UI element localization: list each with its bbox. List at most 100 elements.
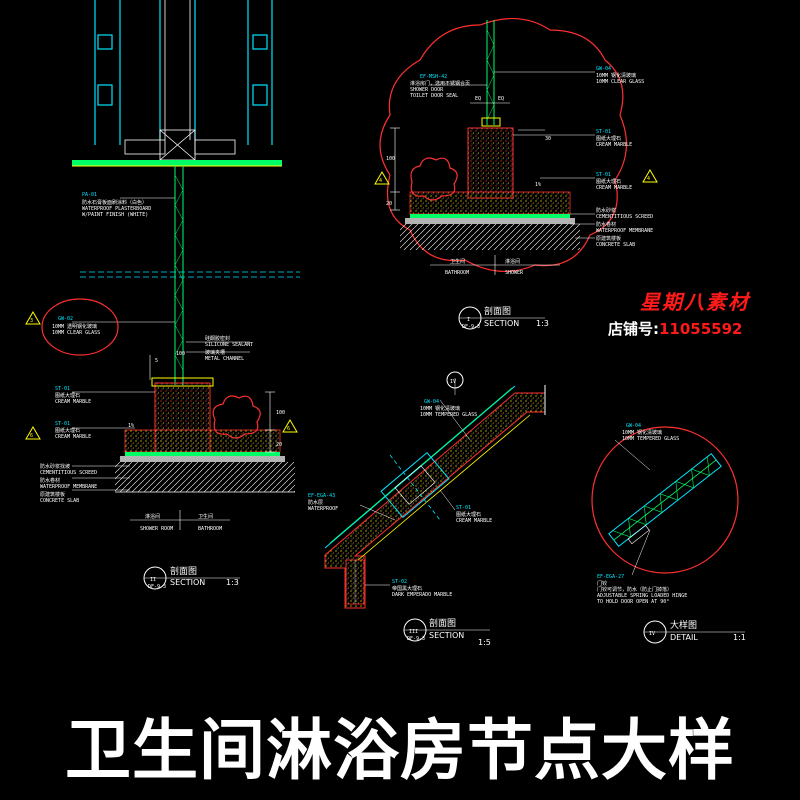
dim-20: 20: [386, 201, 392, 207]
label-gw02-a: 10MM 透明钢化玻璃: [52, 323, 97, 330]
section-ii-title: 剖面图: [170, 565, 197, 577]
label-gw04-a: 10MM 钢化清玻璃: [420, 405, 460, 412]
label-layer-c: 防水卷材: [596, 221, 616, 228]
label-st01d-code: ST-01: [596, 172, 611, 178]
label-st01a-b: CREAM MARBLE: [55, 399, 91, 405]
label-st01b-b: CREAM MARBLE: [55, 434, 91, 440]
label-gw02-b: 10MM CLEAR GLASS: [52, 330, 100, 336]
label-st01d-a: 图纸大理石: [596, 178, 621, 185]
callout-4b: 4: [647, 176, 650, 182]
triangle-marker-icon: [374, 171, 390, 185]
label-ef-code: EF-EGA-27: [597, 574, 624, 580]
label-gw04-b: 10MM CLEAR GLASS: [596, 79, 644, 85]
label-screed-a: 防水砂浆找坡: [40, 463, 70, 470]
label-layer-e: 原建筑楼板: [596, 235, 621, 242]
callout-cloud: [41, 298, 119, 356]
dim-100: 100: [386, 156, 395, 162]
shop-label: 店铺号:: [608, 320, 659, 338]
label-slab-b: CONCRETE SLAB: [40, 498, 79, 504]
triangle-marker-icon: [642, 169, 658, 183]
dim-5: 5: [155, 358, 158, 364]
dim-eq2: EQ: [498, 96, 504, 102]
section-ii-sub: SECTION: [170, 578, 205, 587]
section-iii-marker: III: [409, 629, 418, 635]
room-left-en: SHOWER ROOM: [140, 526, 173, 532]
label-gw04-code: GW-04: [626, 423, 641, 429]
watermark-shop: 店铺号:11055592: [608, 318, 798, 339]
label-ef-b: SHOWER DOOR: [410, 87, 444, 93]
section-i-scale: 1:3: [536, 319, 549, 328]
label-slab-a: 原建筑楼板: [40, 491, 65, 498]
label-channel-b: METAL CHANNEL: [205, 356, 244, 362]
detail-iv-marker: IV: [649, 631, 655, 637]
shrub-symbol: [212, 395, 261, 439]
label-pa01-c: W/PAINT FINISH (WHITE): [82, 212, 148, 218]
label-st01b-a: 图纸大理石: [55, 427, 80, 434]
triangle-marker-icon: [25, 311, 41, 325]
section-iii-labels: GW-04 10MM 钢化清玻璃 10MM TEMPERED GLASS EF-…: [308, 379, 492, 647]
label-layer-d: WATERPROOF MEMBRANE: [596, 228, 653, 234]
label-st01c-a: 图纸大理石: [596, 135, 621, 142]
detail-marker-iv: [446, 371, 464, 389]
label-st02-b: DARK EMPERADO MARBLE: [392, 592, 452, 598]
label-st01a-code: ST-01: [55, 386, 70, 392]
slope-label: 1%: [128, 423, 134, 429]
glass-pane: [174, 166, 184, 385]
label-gw02-code: GW-02: [58, 316, 73, 322]
callout-3: 3: [30, 318, 33, 324]
label-st01-b: CREAM MARBLE: [456, 518, 492, 524]
section-iii-title: 剖面图: [429, 617, 456, 629]
section-i-marker: I: [467, 317, 470, 323]
label-pa01-code: PA-01: [82, 192, 97, 198]
detail-circle: [591, 426, 739, 574]
label-gw04-code: GW-04: [596, 66, 611, 72]
label-layer-a: 防水砂浆: [596, 207, 616, 214]
label-pa01-b: WATERPROOF PLASTERBOARD: [82, 206, 151, 212]
section-ii-ref: DF-9-3: [148, 584, 166, 590]
room-left: 淋浴间: [145, 513, 160, 520]
section-ii-scale: 1:3: [226, 578, 239, 587]
section-iii-sub: SECTION: [429, 631, 464, 640]
revision-cloud: [379, 17, 628, 273]
label-st01b-code: ST-01: [55, 421, 70, 427]
label-silicone-b: SILICONE SEALANT: [205, 342, 253, 348]
label-st02-code: ST-02: [392, 579, 407, 585]
label-gw04-b: 10MM TEMPERED GLASS: [622, 436, 679, 442]
watermark-brand: 星期八素材: [640, 290, 750, 314]
label-ef-b: 门铰可调节，防水（防止门掉落）: [597, 586, 672, 593]
label-st01-code: ST-01: [456, 505, 471, 511]
label-ef-c: ADJUSTABLE SPRING LOADED HINGE: [597, 593, 687, 599]
section-ii-labels: PA-01 防水石膏板面刷涂料（白色） WATERPROOF PLASTERBO…: [30, 192, 290, 590]
label-channel-a: 玻璃夹槽: [205, 349, 225, 356]
label-ef-b: WATERPROOF: [308, 506, 338, 512]
section-i-sub: SECTION: [484, 319, 519, 328]
label-st01c-code: ST-01: [596, 129, 611, 135]
label-pa01-a: 防水石膏板面刷涂料（白色）: [82, 199, 147, 206]
section-ii-marker: II: [150, 577, 156, 583]
label-st01c-b: CREAM MARBLE: [596, 142, 632, 148]
label-st01-a: 图纸大理石: [456, 511, 481, 518]
floor-screed: [124, 429, 281, 453]
dim-20: 20: [276, 442, 282, 448]
detail-iv-drawing: [591, 426, 745, 644]
label-membrane-a: 防水卷材: [40, 477, 60, 484]
section-i-labels: EF-MSH-42 淋浴房门，选用不锈钢合页 SHOWER DOOR TOILE…: [379, 66, 653, 330]
slope-label: 1%: [535, 182, 541, 188]
section-iii-drawing: [324, 371, 546, 642]
label-ef-c: TOILET DOOR SEAL: [410, 93, 458, 99]
room-right: 卫生间: [198, 513, 213, 520]
label-st02-a: 帝国黑大理石: [392, 585, 422, 592]
room-right-en: BATHROOM: [198, 526, 222, 532]
dim-30: 30: [545, 136, 551, 142]
label-gw04-a: 10MM 钢化清玻璃: [596, 72, 636, 79]
concrete-slab: [115, 462, 295, 492]
label-ef-a: 门铰: [597, 580, 607, 587]
section-i-title: 剖面图: [484, 305, 511, 317]
section-i-ref: DF-9-3: [462, 324, 480, 330]
ceiling-board: [72, 160, 282, 166]
banner-title: 卫生间淋浴房节点大样: [65, 712, 735, 789]
label-silicone-a: 硅酮胶密封: [205, 335, 230, 342]
dim-eq1: EQ: [475, 96, 481, 102]
callout-6b: 6: [30, 433, 33, 439]
detail-iv-scale: 1:1: [733, 633, 746, 642]
